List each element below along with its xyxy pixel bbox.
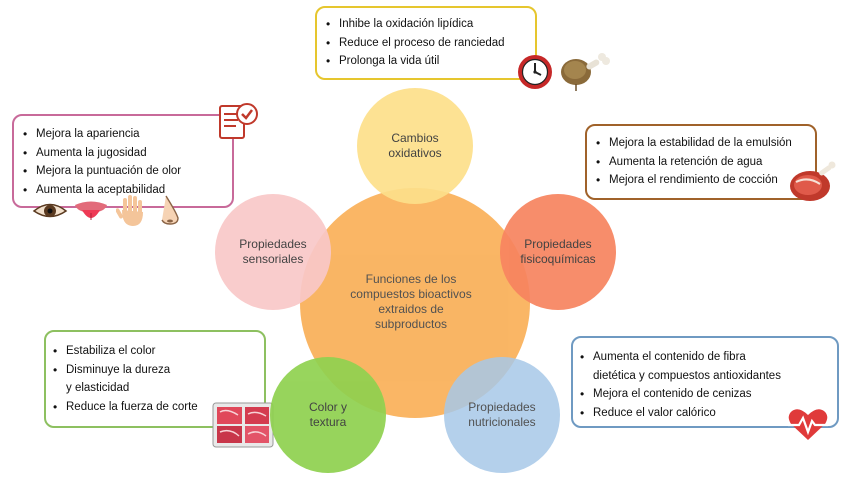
checklist-icon — [219, 103, 258, 139]
node-physico-line-1: Propiedades — [524, 237, 592, 251]
clock-icon — [518, 55, 552, 89]
center-line-3: extraidos de — [378, 302, 444, 316]
node-physico-line-2: fisicoquímicas — [520, 252, 596, 266]
box-physico-item: Aumenta la retención de agua — [593, 153, 809, 172]
box-nutrition-item: dietética y compuestos antioxidantes — [593, 369, 781, 382]
node-texture: Color y textura — [270, 357, 386, 473]
box-nutrition-item: Mejora el contenido de cenizas — [577, 385, 833, 404]
box-sensory-item: Aumenta la aceptabilidad — [20, 181, 226, 200]
meat-leg-icon — [561, 53, 610, 91]
box-physico: Mejora la estabilidad de la emulsión Aum… — [585, 124, 817, 200]
box-nutrition-item: Reduce el valor calórico — [577, 404, 833, 423]
eye-icon — [32, 203, 68, 218]
node-sensory-line-1: Propiedades — [239, 237, 307, 251]
node-nutrition: Propiedades nutricionales — [444, 357, 560, 473]
node-physico: Propiedades fisicoquímicas — [500, 194, 616, 310]
hand-icon — [116, 195, 143, 226]
box-texture-item: y elasticidad — [66, 382, 130, 394]
node-sensory-line-2: sensoriales — [242, 252, 304, 266]
node-texture-line-1: Color y — [308, 400, 347, 414]
box-texture-item: Estabiliza el color — [50, 342, 260, 361]
center-line-1: Funciones de los — [365, 272, 457, 286]
center-line-4: subproductos — [374, 317, 448, 331]
box-texture-item: Reduce la fuerza de corte — [50, 398, 260, 417]
box-sensory-item: Mejora la apariencia — [20, 125, 226, 144]
box-oxidative-item: Reduce el proceso de ranciedad — [323, 34, 529, 53]
box-nutrition-item: Aumenta el contenido de fibra — [577, 348, 833, 367]
node-oxidative-line-2: oxidativos — [388, 146, 442, 160]
center-line-2: compuestos bioactivos — [350, 287, 472, 301]
node-nutrition-line-1: Propiedades — [468, 400, 536, 414]
node-oxidative: Cambios oxidativos — [357, 88, 473, 204]
box-oxidative: Inhibe la oxidación lipídica Reduce el p… — [315, 6, 537, 80]
meat-steak-icon — [790, 161, 836, 201]
nose-icon — [161, 195, 179, 225]
box-sensory-item: Mejora la puntuación de olor — [20, 162, 226, 181]
node-texture-line-2: textura — [309, 415, 347, 429]
node-nutrition-line-2: nutricionales — [468, 415, 536, 429]
box-oxidative-item: Prolonga la vida útil — [323, 52, 529, 71]
tongue-icon — [75, 201, 107, 220]
box-oxidative-item: Inhibe la oxidación lipídica — [323, 15, 529, 34]
box-texture-item: Disminuye la dureza — [50, 361, 260, 380]
meat-slices-icon — [212, 402, 274, 448]
box-physico-item: Mejora el rendimiento de cocción — [593, 171, 809, 190]
box-physico-item: Mejora la estabilidad de la emulsión — [593, 134, 809, 153]
node-sensory: Propiedades sensoriales — [215, 194, 331, 310]
node-oxidative-line-1: Cambios — [391, 131, 439, 145]
heartbeat-icon — [788, 409, 828, 440]
box-sensory-item: Aumenta la jugosidad — [20, 144, 226, 163]
